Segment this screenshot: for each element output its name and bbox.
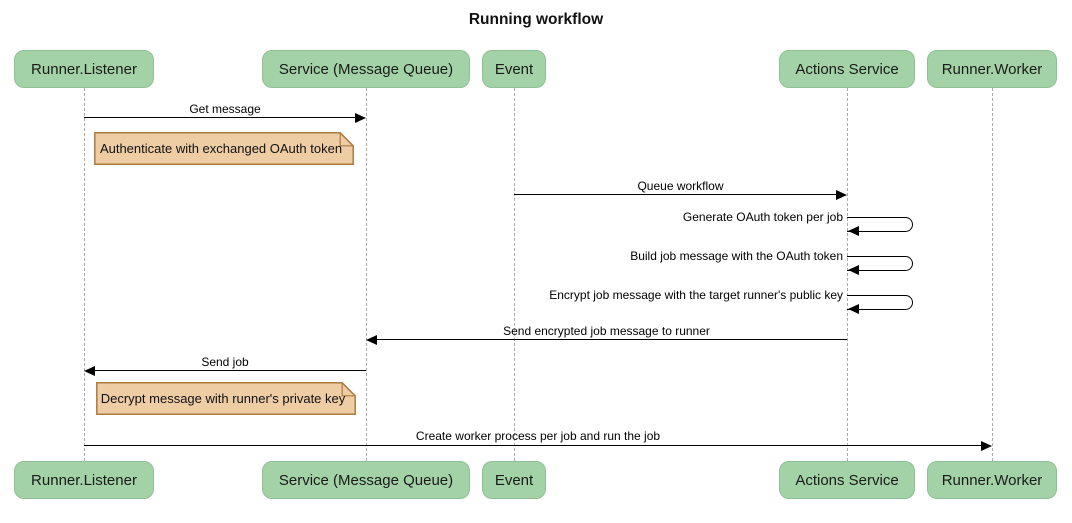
participant-service-message-queue-bottom: Service (Message Queue) — [262, 461, 470, 499]
lifeline-event — [514, 88, 515, 461]
participant-runner-worker-bottom: Runner.Worker — [927, 461, 1057, 499]
message-label-queue-workflow: Queue workflow — [637, 179, 724, 193]
participant-label: Actions Service — [795, 60, 899, 78]
participant-label: Actions Service — [795, 471, 899, 489]
participant-actions-service-top: Actions Service — [779, 50, 915, 88]
message-line — [84, 445, 981, 446]
arrowhead-right-icon — [355, 113, 366, 123]
message-line — [377, 339, 847, 340]
note-decrypt: Decrypt message with runner's private ke… — [96, 382, 356, 415]
participant-event-top: Event — [482, 50, 546, 88]
note-shape — [96, 382, 356, 415]
lifeline-service-message-queue — [366, 88, 367, 461]
participant-label: Event — [494, 471, 534, 489]
diagram-title: Running workflow — [468, 11, 604, 28]
participant-runner-listener-bottom: Runner.Listener — [14, 461, 154, 499]
lifeline-actions-service — [847, 88, 848, 461]
participant-service-message-queue-top: Service (Message Queue) — [262, 50, 470, 88]
arrowhead-left-icon — [848, 226, 859, 236]
note-text: Authenticate with exchanged OAuth token — [99, 141, 343, 156]
note-shape — [94, 132, 354, 165]
self-loop — [847, 295, 913, 310]
message-line — [84, 117, 356, 118]
message-label-create-worker: Create worker process per job and run th… — [415, 429, 661, 443]
arrowhead-left-icon — [84, 366, 95, 376]
participant-runner-worker-top: Runner.Worker — [927, 50, 1057, 88]
message-label-send-encrypted: Send encrypted job message to runner — [503, 324, 710, 338]
message-line — [514, 194, 836, 195]
message-label-build-job-message: Build job message with the OAuth token — [630, 249, 843, 263]
participant-label: Service (Message Queue) — [278, 60, 454, 78]
note-authenticate: Authenticate with exchanged OAuth token — [94, 132, 354, 165]
note-text: Decrypt message with runner's private ke… — [100, 391, 346, 406]
participant-runner-listener-top: Runner.Listener — [14, 50, 154, 88]
participant-label: Runner.Worker — [941, 60, 1043, 78]
participant-label: Runner.Listener — [31, 471, 137, 489]
self-loop — [847, 256, 913, 271]
lifeline-runner-listener — [84, 88, 85, 461]
participant-label: Event — [494, 60, 534, 78]
lifeline-runner-worker — [992, 88, 993, 461]
arrowhead-right-icon — [836, 190, 847, 200]
arrowhead-right-icon — [981, 441, 992, 451]
participant-event-bottom: Event — [482, 461, 546, 499]
message-label-encrypt-job-message: Encrypt job message with the target runn… — [549, 288, 843, 302]
message-label-send-job: Send job — [201, 355, 249, 369]
arrowhead-left-icon — [848, 265, 859, 275]
participant-label: Service (Message Queue) — [278, 471, 454, 489]
message-line — [95, 370, 366, 371]
message-label-get-message: Get message — [189, 102, 261, 116]
participant-label: Runner.Listener — [31, 60, 137, 78]
self-loop — [847, 217, 913, 232]
arrowhead-left-icon — [366, 335, 377, 345]
message-label-generate-oauth: Generate OAuth token per job — [682, 210, 843, 224]
participant-actions-service-bottom: Actions Service — [779, 461, 915, 499]
arrowhead-left-icon — [848, 304, 859, 314]
participant-label: Runner.Worker — [941, 471, 1043, 489]
